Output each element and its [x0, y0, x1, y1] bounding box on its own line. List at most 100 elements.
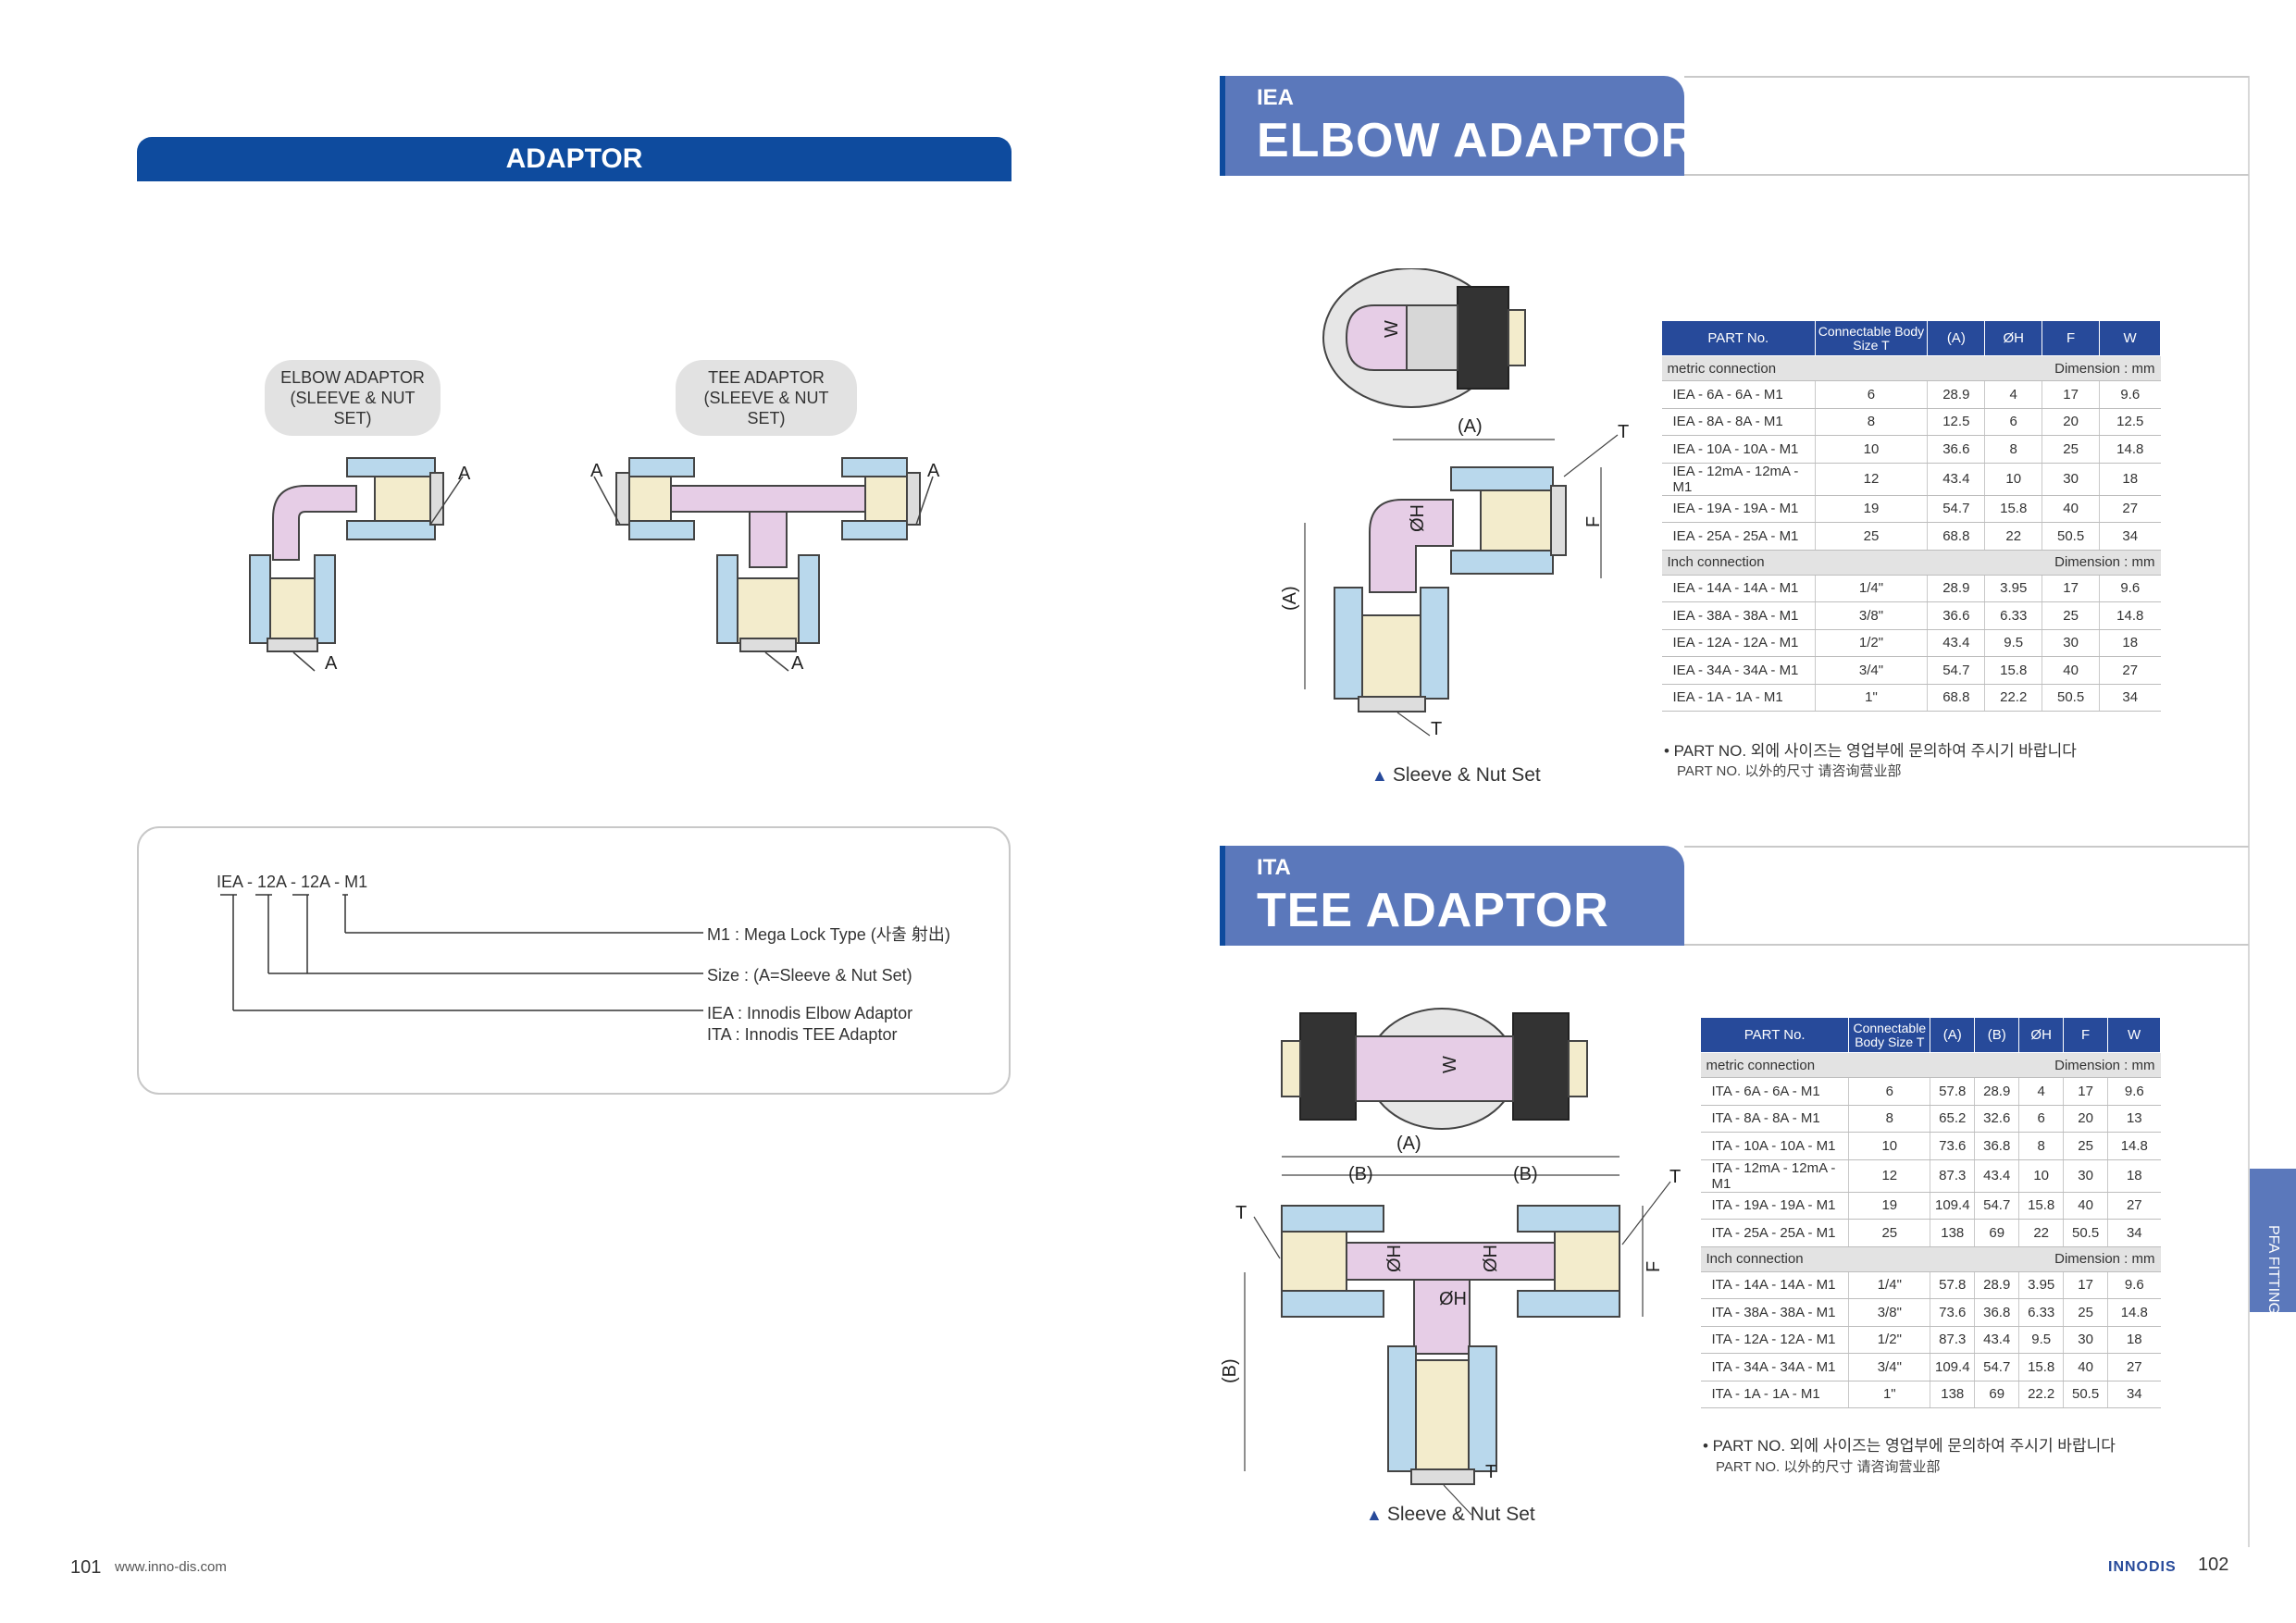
table-cell: IEA - 6A - 6A - M1	[1661, 380, 1816, 409]
table-cell: 18	[2099, 629, 2161, 657]
elbow-dim-t-top: T	[1618, 422, 1629, 442]
table-cell: IEA - 8A - 8A - M1	[1661, 408, 1816, 436]
table-cell: IEA - 34A - 34A - M1	[1661, 656, 1816, 685]
table-cell: 43.4	[1927, 629, 1985, 657]
table-cell: 30	[2063, 1159, 2108, 1193]
table-cell: 8	[1814, 408, 1928, 436]
tee-dim-t-right: T	[1669, 1167, 1681, 1187]
table-cell: 109.4	[1930, 1192, 1975, 1220]
elbow-note-ko: • PART NO. 외에 사이즈는 영업부에 문의하여 주시기 바랍니다	[1664, 742, 2077, 760]
table-cell: 12	[1814, 463, 1928, 496]
dimension-unit: Dimension : mm	[1974, 1246, 2161, 1272]
table-cell: 3/4"	[1814, 656, 1928, 685]
table-cell: 138	[1930, 1381, 1975, 1408]
table-cell: 138	[1930, 1219, 1975, 1247]
table-cell: 30	[2042, 629, 2100, 657]
table-cell: 15.8	[2018, 1192, 2064, 1220]
elbow-adaptor-illustration: A A	[249, 457, 471, 674]
tee-dim-oh-right: ØH	[1481, 1245, 1501, 1272]
table-cell: 15.8	[1984, 656, 2042, 685]
table-cell: 14.8	[2099, 601, 2161, 630]
table-cell: 8	[1848, 1105, 1930, 1133]
table-cell: 27	[2107, 1353, 2161, 1381]
table-cell: 10	[1814, 435, 1928, 464]
table-cell: 25	[2042, 601, 2100, 630]
caption-triangle-icon: ▲	[1366, 1505, 1387, 1524]
elbow-dimension-drawing: W (A) (A) F ØH T T	[1280, 268, 1629, 739]
legend-leader-lines	[220, 894, 703, 1011]
col-part-no: PART No.	[1661, 320, 1816, 356]
table-cell: 87.3	[1930, 1159, 1975, 1193]
tee-note-cn: PART NO. 以外的尺寸 请咨询营业部	[1716, 1459, 1941, 1475]
table-cell: 4	[1984, 380, 2042, 409]
table-cell: IEA - 12mA - 12mA - M1	[1661, 463, 1816, 496]
table-cell: 54.7	[1974, 1353, 2019, 1381]
table-cell: 18	[2107, 1326, 2161, 1354]
table-cell: 17	[2063, 1077, 2108, 1106]
table-cell: 109.4	[1930, 1353, 1975, 1381]
tee-dimension-drawing: W (A) (B) (B) ØH ØH ØH F (B) T T T	[1220, 1008, 1681, 1516]
tee-note-ko: • PART NO. 외에 사이즈는 영업부에 문의하여 주시기 바랍니다	[1703, 1437, 2116, 1455]
table-cell: 6	[1814, 380, 1928, 409]
page-right-border	[2248, 76, 2250, 1547]
table-cell: 10	[1848, 1132, 1930, 1160]
table-cell: ITA - 12A - 12A - M1	[1700, 1326, 1849, 1354]
table-cell: 50.5	[2042, 522, 2100, 551]
tee-caption-text: Sleeve & Nut Set	[1386, 1504, 1535, 1525]
table-cell: 36.6	[1927, 435, 1985, 464]
section-label: metric connection	[1661, 355, 1985, 381]
table-cell: 9.6	[2099, 575, 2161, 602]
caption-triangle-icon: ▲	[1371, 766, 1393, 785]
table-cell: 54.7	[1974, 1192, 2019, 1220]
table-cell: 40	[2042, 495, 2100, 523]
table-cell: 15.8	[1984, 495, 2042, 523]
table-cell: 12.5	[2099, 408, 2161, 436]
table-cell: 18	[2099, 463, 2161, 496]
table-cell: 25	[1848, 1219, 1930, 1247]
table-cell: ITA - 8A - 8A - M1	[1700, 1105, 1849, 1133]
table-cell: ITA - 14A - 14A - M1	[1700, 1271, 1849, 1299]
elbow-header: IEA ELBOW ADAPTOR	[1220, 76, 2249, 176]
tee-dim-w: W	[1440, 1056, 1460, 1073]
table-cell: 9.5	[1984, 629, 2042, 657]
table-cell: 15.8	[2018, 1353, 2064, 1381]
table-cell: 40	[2063, 1192, 2108, 1220]
website-link[interactable]: www.inno-dis.com	[115, 1559, 227, 1575]
part-number-legend	[137, 826, 1011, 1095]
table-cell: 1/4"	[1814, 575, 1928, 602]
table-cell: 28.9	[1927, 575, 1985, 602]
tee-dim-f: F	[1644, 1261, 1664, 1272]
side-tab-pfa-fitting[interactable]: PFA FITTING	[2250, 1169, 2296, 1314]
col-f: F	[2063, 1017, 2109, 1053]
table-cell: 73.6	[1930, 1132, 1975, 1160]
col-f: F	[2042, 320, 2101, 356]
table-cell: 57.8	[1930, 1077, 1975, 1106]
tee-header-edge	[1220, 846, 1225, 946]
table-cell: 4	[2018, 1077, 2064, 1106]
table-cell: 12.5	[1927, 408, 1985, 436]
col-body-size: Connectable Body Size T	[1848, 1017, 1931, 1053]
table-cell: 13	[2107, 1105, 2161, 1133]
table-cell: 3/4"	[1848, 1353, 1930, 1381]
table-cell: 1/2"	[1814, 629, 1928, 657]
table-cell: 3.95	[1984, 575, 2042, 602]
elbow-label-line2: (SLEEVE & NUT SET)	[290, 389, 416, 427]
table-cell: IEA - 12A - 12A - M1	[1661, 629, 1816, 657]
elbow-dim-f: F	[1583, 516, 1604, 527]
table-cell: 34	[2107, 1219, 2161, 1247]
table-cell: 25	[2063, 1298, 2108, 1327]
left-page-number: 101	[70, 1557, 102, 1578]
table-cell: 30	[2063, 1326, 2108, 1354]
tee-header-rule	[1684, 944, 2249, 946]
right-page-number: 102	[2198, 1555, 2229, 1575]
tee-adaptor-label: TEE ADAPTOR (SLEEVE & NUT SET)	[676, 360, 857, 436]
